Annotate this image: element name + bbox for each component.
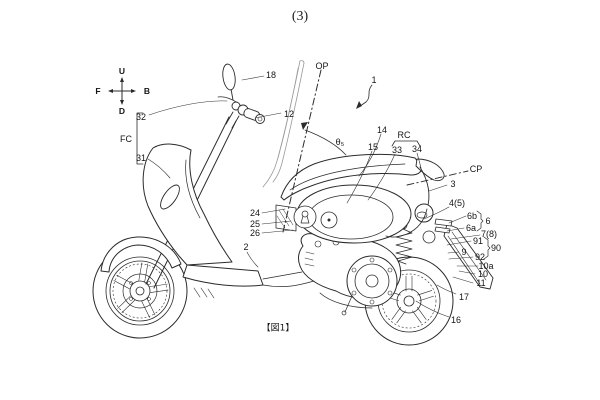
windshield bbox=[262, 60, 305, 188]
ref-label-91: 91 bbox=[472, 236, 484, 246]
ref-label-cp: CP bbox=[469, 164, 483, 174]
theta5-arc bbox=[304, 129, 347, 156]
ref-label-2: 2 bbox=[243, 242, 249, 252]
under-seat-body bbox=[296, 184, 412, 244]
mirror bbox=[222, 63, 236, 91]
tail-section bbox=[385, 158, 445, 238]
ref-label-24: 24 bbox=[249, 208, 261, 218]
figure-caption: 【図1】 bbox=[261, 323, 295, 334]
ref-label-18: 18 bbox=[265, 70, 277, 80]
ref-label-9: 9 bbox=[461, 247, 467, 257]
ref-label-10: 10 bbox=[477, 269, 489, 279]
ref-label-3: 3 bbox=[450, 179, 456, 189]
seat-lock-assembly bbox=[275, 204, 317, 232]
ref-label-6b: 6b bbox=[466, 211, 478, 221]
brace-90 bbox=[483, 236, 491, 260]
ref-label-7-8: 7(8) bbox=[480, 229, 498, 239]
rear-wheel bbox=[364, 256, 454, 346]
floorboard bbox=[182, 264, 264, 299]
underbody-frame bbox=[262, 271, 315, 288]
steering-axis-op-line bbox=[282, 69, 322, 233]
ref-label-6a: 6a bbox=[465, 223, 477, 233]
ref-label-1: 1 bbox=[371, 75, 377, 85]
ref-label-26: 26 bbox=[249, 228, 261, 238]
handlebar-assembly bbox=[217, 63, 265, 129]
ref-label-11: 11 bbox=[476, 278, 486, 288]
compass-up-label: U bbox=[118, 66, 126, 76]
front-wheel bbox=[92, 243, 188, 339]
figure-number: (3) bbox=[291, 9, 309, 24]
rc-bracket bbox=[391, 140, 421, 147]
compass-back-label: B bbox=[143, 86, 151, 96]
ref-label-90: 90 bbox=[490, 243, 502, 253]
ref-label-rc: RC bbox=[397, 130, 411, 140]
cp-axis-line bbox=[406, 170, 469, 186]
compass-down-label: D bbox=[118, 106, 126, 116]
ref-label-op: OP bbox=[315, 61, 329, 71]
ref-label-fc: FC bbox=[120, 134, 132, 144]
seat bbox=[280, 153, 422, 201]
rear-bracket-parts bbox=[434, 218, 453, 234]
direction-compass bbox=[108, 77, 136, 105]
ref-label-12: 12 bbox=[283, 109, 295, 119]
ref-label-4-5: 4(5) bbox=[448, 198, 466, 208]
ref-label-31: 31 bbox=[135, 153, 147, 163]
front-fender bbox=[100, 236, 182, 273]
ref-label-10a: 10a bbox=[478, 261, 494, 271]
ref-1-arrow bbox=[356, 84, 373, 109]
brace-6 bbox=[476, 210, 484, 232]
fc-bracket bbox=[136, 112, 144, 165]
ref-label-theta5: θ₅ bbox=[335, 137, 345, 147]
ref-label-14: 14 bbox=[376, 125, 388, 135]
compass-front-label: F bbox=[95, 86, 101, 96]
ref-label-92: 92 bbox=[474, 252, 486, 262]
ref-label-34: 34 bbox=[411, 144, 423, 154]
ref-label-33: 33 bbox=[391, 145, 403, 155]
ref-label-17: 17 bbox=[458, 292, 470, 302]
leader-lines bbox=[147, 75, 481, 318]
ref-label-6: 6 bbox=[485, 216, 491, 226]
engine-unit bbox=[298, 233, 402, 316]
ref-label-32: 32 bbox=[135, 112, 147, 122]
ref-label-15: 15 bbox=[367, 142, 379, 152]
leg-shield bbox=[142, 143, 233, 266]
ref-label-16: 16 bbox=[450, 315, 462, 325]
ref-label-25: 25 bbox=[249, 219, 261, 229]
